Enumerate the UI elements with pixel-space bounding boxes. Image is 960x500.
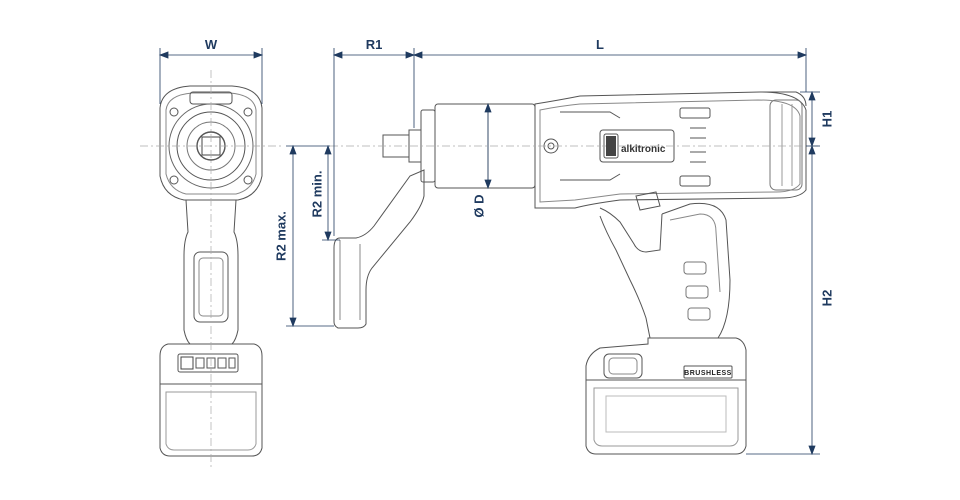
front-view	[140, 70, 282, 470]
dim-r2-max	[286, 144, 334, 328]
label-h1: H1	[819, 111, 834, 128]
brushless-badge: BRUSHLESS	[684, 370, 732, 377]
dim-l	[412, 48, 808, 92]
label-r2-min: R2 min.	[309, 171, 324, 218]
side-view	[330, 91, 820, 455]
dim-w	[158, 48, 264, 104]
label-od: Ø D	[471, 194, 486, 217]
label-h2: H2	[819, 290, 834, 307]
label-l: L	[596, 37, 604, 52]
label-w: W	[205, 37, 218, 52]
brand-logo: alkitronic	[606, 136, 666, 156]
label-r2-max: R2 max.	[273, 211, 288, 261]
dim-h2	[746, 144, 820, 456]
dim-od	[484, 102, 492, 190]
dim-r1	[332, 48, 416, 236]
dim-r2-min	[322, 144, 340, 242]
brand-logo-text: alkitronic	[621, 144, 666, 155]
dim-h1	[800, 90, 820, 148]
label-r1: R1	[366, 37, 383, 52]
